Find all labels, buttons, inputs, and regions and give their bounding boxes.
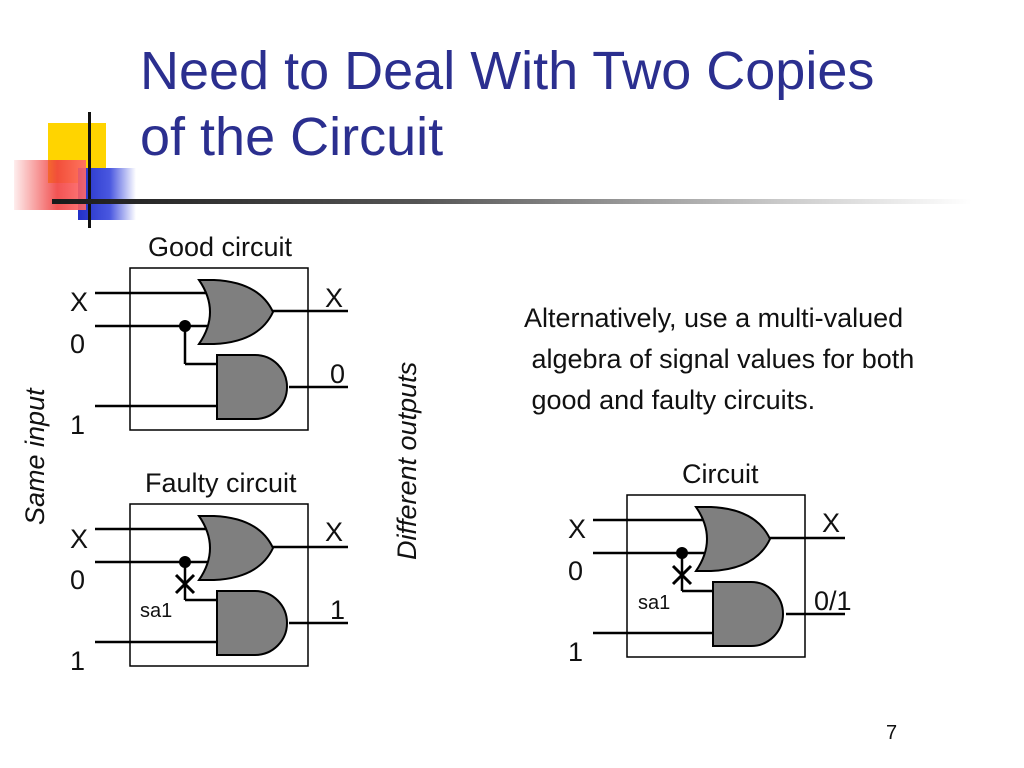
blue-square-decoration: [78, 168, 136, 220]
circuit-output-bot: 0/1: [814, 586, 852, 616]
fault-x-mark-icon: [671, 564, 693, 586]
good-input-top: X: [70, 287, 88, 317]
circuit-output-top: X: [822, 508, 840, 538]
or-gate: [198, 515, 274, 581]
title-underline: [52, 199, 972, 204]
good-circuit-box: [129, 267, 309, 431]
faulty-circuit: Faulty circuit X 0 1 X 1 sa1: [70, 468, 348, 676]
fanout-dot: [179, 556, 191, 568]
different-outputs-label: Different outputs: [392, 362, 422, 560]
circuit-box: [626, 494, 806, 658]
faulty-circuit-box: [129, 503, 309, 667]
good-circuit-label: Good circuit: [148, 232, 293, 262]
title-line-1: Need to Deal With Two Copies: [140, 41, 875, 101]
fault-label: sa1: [140, 600, 172, 622]
fault-x-mark-icon: [174, 573, 196, 595]
alt-text-line-3: good and faulty circuits.: [524, 385, 816, 415]
faulty-circuit-label: Faulty circuit: [145, 468, 297, 498]
and-gate: [216, 354, 288, 420]
slide-title: Need to Deal With Two Copies of the Circ…: [140, 38, 1000, 170]
good-circuit: Good circuit X 0 1 X 0: [70, 232, 348, 440]
faulty-input-top: X: [70, 524, 88, 554]
good-input-bot: 1: [70, 410, 85, 440]
and-gate: [712, 581, 784, 647]
circuit-fault-label: sa1: [638, 592, 670, 614]
fanout-dot: [676, 547, 688, 559]
faulty-input-mid: 0: [70, 565, 85, 595]
faulty-input-bot: 1: [70, 646, 85, 676]
good-output-top: X: [325, 283, 343, 313]
faulty-output-bot: 1: [330, 595, 345, 625]
title-line-2: of the Circuit: [140, 107, 444, 167]
alt-text-line-1: Alternatively, use a multi-valued: [524, 303, 904, 333]
page-number: 7: [886, 722, 898, 744]
circuit-input-mid: 0: [568, 556, 583, 586]
same-input-label: Same input: [20, 387, 50, 525]
faulty-output-top: X: [325, 517, 343, 547]
circuit-input-bot: 1: [568, 637, 583, 667]
or-gate: [695, 506, 771, 572]
alt-text-line-2: algebra of signal values for both: [524, 344, 915, 374]
circuit-label: Circuit: [682, 459, 759, 489]
vertical-line-decoration: [88, 112, 91, 228]
or-gate: [198, 279, 274, 345]
alternative-description: Alternatively, use a multi-valued algebr…: [524, 298, 1024, 421]
good-output-bot: 0: [330, 359, 345, 389]
multivalued-circuit: Circuit X 0 1 X 0/1 sa1: [568, 459, 852, 667]
and-gate: [216, 590, 288, 656]
circuit-input-top: X: [568, 514, 586, 544]
fanout-dot: [179, 320, 191, 332]
good-input-mid: 0: [70, 329, 85, 359]
